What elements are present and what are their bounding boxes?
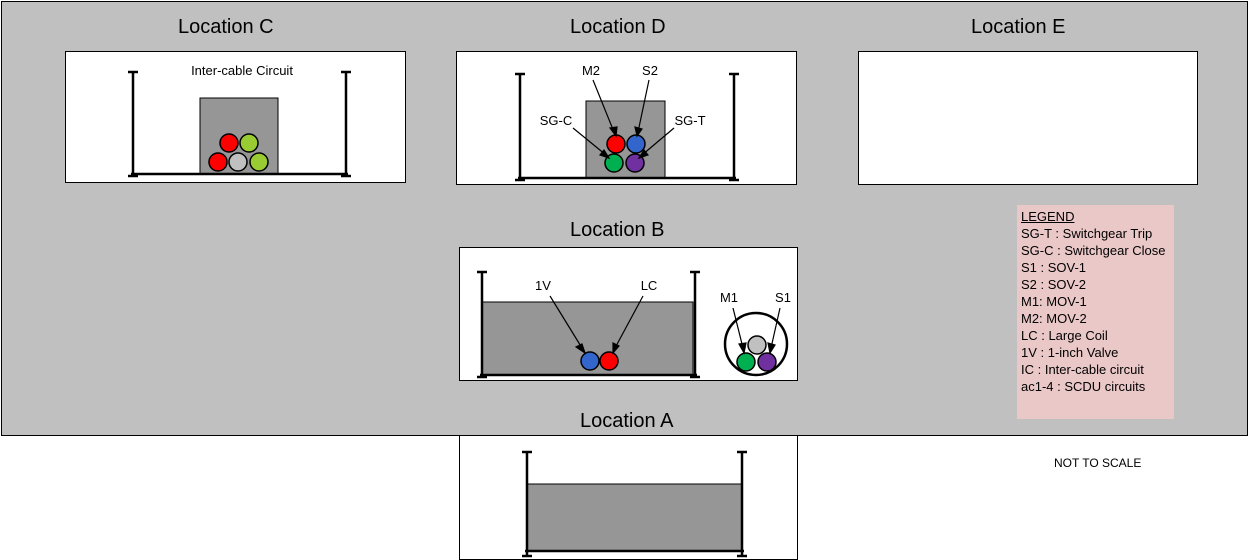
location-d-box: M2 S2 SG-C SG-T (456, 51, 797, 185)
legend-item: M1: MOV-1 (1021, 294, 1087, 309)
legend: LEGEND SG-T : Switchgear Trip SG-C : Swi… (1017, 205, 1174, 419)
cable-green-b (736, 352, 756, 372)
conduit-fill-a (526, 483, 743, 552)
cable-purple-b (757, 352, 777, 372)
location-b-box: 1V LC M1 S1 (459, 247, 798, 381)
cable-green-c-top (239, 133, 259, 153)
cable-blue-d (626, 134, 646, 154)
location-a-title: Location A (580, 410, 674, 432)
legend-item: 1V : 1-inch Valve (1021, 345, 1119, 360)
location-d-diagram: M2 S2 SG-C SG-T (515, 63, 739, 182)
location-c-box: Inter-cable Circuit (65, 51, 406, 183)
not-to-scale-note: NOT TO SCALE (1054, 456, 1142, 470)
cable-gray-c-bottom (228, 152, 248, 172)
cable-red-c-bottom (208, 152, 228, 172)
cable-red-d (606, 134, 626, 154)
legend-item: SG-C : Switchgear Close (1021, 243, 1166, 258)
legend-item: LC : Large Coil (1021, 328, 1108, 343)
legend-title: LEGEND (1021, 209, 1075, 224)
location-a-diagram (522, 450, 747, 558)
cable-red-b (599, 351, 619, 371)
location-d-title: Location D (570, 16, 666, 38)
label-lc: LC (641, 278, 658, 293)
location-c-diagram: Inter-cable Circuit (128, 63, 351, 178)
cable-gray-b (747, 335, 767, 355)
legend-item: ac1-4 : SCDU circuits (1021, 379, 1146, 394)
location-a-box (459, 436, 798, 560)
label-sg-t: SG-T (674, 113, 705, 128)
location-e-title: Location E (971, 16, 1066, 38)
label-inter-cable-circuit: Inter-cable Circuit (191, 63, 293, 78)
label-s2: S2 (642, 63, 658, 78)
location-c-title: Location C (178, 16, 274, 38)
location-e-box (858, 51, 1198, 185)
cable-blue-b (580, 351, 600, 371)
cable-red-c-top (219, 133, 239, 153)
legend-item: S2 : SOV-2 (1021, 277, 1087, 292)
label-m1: M1 (720, 290, 738, 305)
legend-item: S1 : SOV-1 (1021, 260, 1087, 275)
cable-green-c-bottom (249, 152, 269, 172)
conduit-fill-d (585, 100, 666, 179)
label-sg-c: SG-C (540, 113, 573, 128)
location-b-title: Location B (570, 219, 665, 241)
label-m2: M2 (582, 63, 600, 78)
legend-item: M2: MOV-2 (1021, 311, 1087, 326)
label-s1: S1 (775, 290, 791, 305)
legend-item: SG-T : Switchgear Trip (1021, 226, 1153, 241)
legend-item: IC : Inter-cable circuit (1021, 362, 1144, 377)
label-1v: 1V (535, 278, 551, 293)
cable-purple-d (625, 153, 645, 173)
location-b-diagram: 1V LC M1 S1 (477, 270, 791, 379)
